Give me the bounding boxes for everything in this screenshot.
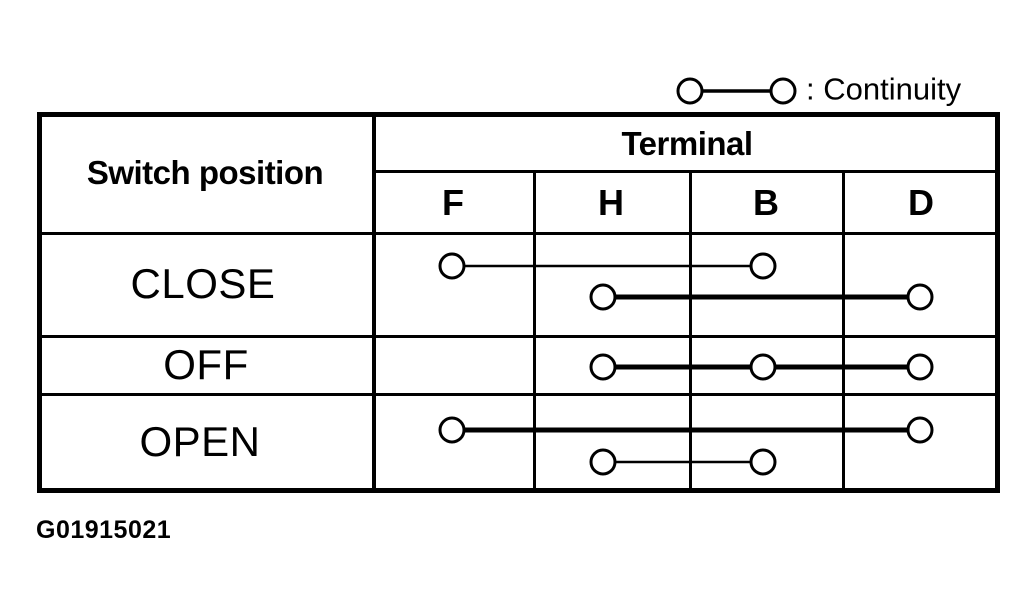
figure-id: G01915021	[36, 516, 172, 544]
continuity-symbol-icon	[676, 77, 797, 105]
terminal-header-d: D	[908, 182, 934, 223]
row-header-label: Switch position	[86, 154, 324, 191]
row-label-off: OFF	[163, 341, 249, 388]
column-group-header-label: Terminal	[621, 125, 753, 162]
legend-caption: : Continuity	[806, 71, 962, 107]
grid-vline-f-h	[533, 170, 536, 493]
grid-hline-close-off	[37, 335, 1000, 338]
row-label-close: CLOSE	[130, 260, 276, 307]
grid-vline-h-b	[689, 170, 692, 493]
grid-hline-terminal	[372, 170, 998, 173]
row-label-open: OPEN	[139, 418, 261, 465]
table-outer-border	[37, 112, 1000, 493]
terminal-header-f: F	[442, 182, 464, 223]
grid-vline-rowheader	[372, 112, 376, 493]
grid-hline-header	[37, 232, 1000, 235]
grid-vline-b-d	[842, 170, 845, 493]
terminal-header-b: B	[753, 182, 779, 223]
grid-hline-off-open	[37, 393, 1000, 396]
terminal-header-h: H	[598, 182, 624, 223]
